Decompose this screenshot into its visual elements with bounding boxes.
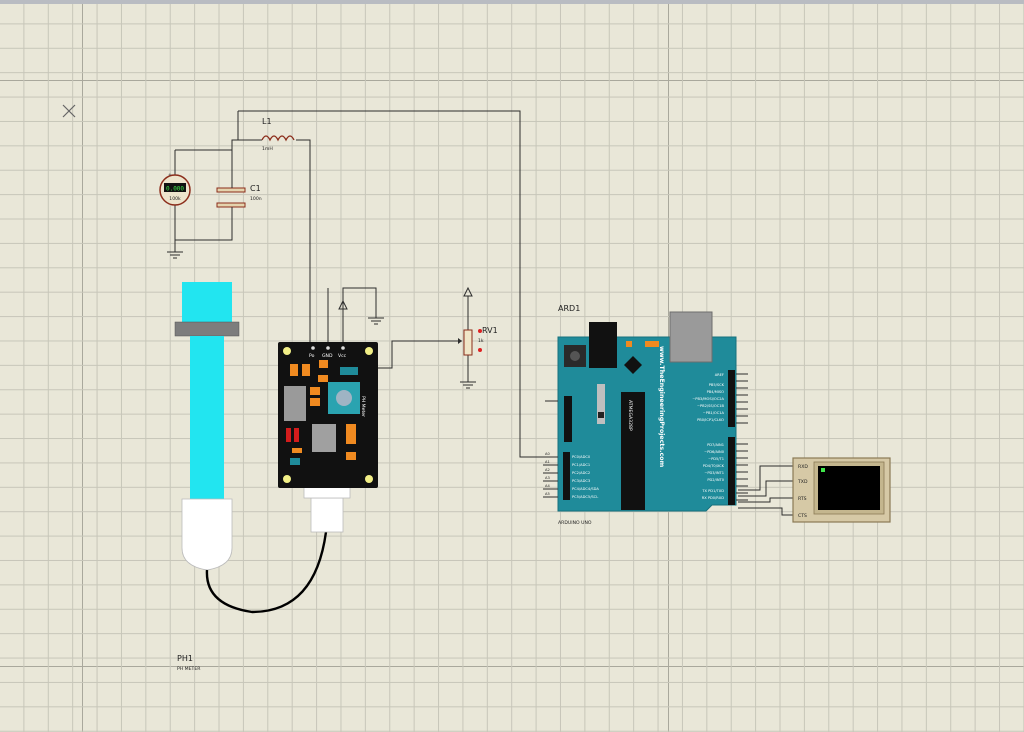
inductor-ref: L1 xyxy=(262,117,272,126)
terminal-screen xyxy=(818,466,880,510)
svg-text:~PD3/INT1: ~PD3/INT1 xyxy=(704,471,724,475)
potentiometer-rv1[interactable]: RV1 1k xyxy=(458,326,498,356)
ph-probe-name: PH METER xyxy=(177,666,201,672)
svg-text:PB5/SCK: PB5/SCK xyxy=(709,383,725,387)
capacitor-value: 100n xyxy=(250,196,262,202)
inductor-l1[interactable]: L1 1mH xyxy=(261,117,295,152)
potentiometer-ref: RV1 xyxy=(482,326,498,335)
svg-text:~PB3/MOSI/OC2A: ~PB3/MOSI/OC2A xyxy=(692,397,724,401)
voltmeter-display: 0.000 xyxy=(166,186,184,193)
module-pin-po: Po xyxy=(309,353,315,359)
svg-text:TX PD1/TXD: TX PD1/TXD xyxy=(701,489,724,493)
voltmeter[interactable]: 0.000 100k + xyxy=(159,172,191,206)
svg-text:A1: A1 xyxy=(545,460,550,464)
svg-text:PC2/ADC2: PC2/ADC2 xyxy=(572,471,590,475)
svg-text:PB0/ICP1/CLKO: PB0/ICP1/CLKO xyxy=(697,418,724,422)
ground-icon xyxy=(460,381,476,389)
ground-icon xyxy=(368,317,384,325)
module-pin-gnd: GND xyxy=(322,353,333,359)
module-label: PH Meter xyxy=(360,396,366,417)
arduino-analog-pin-numbers: A0 A1 A2 A3 A4 A5 xyxy=(545,452,550,496)
svg-text:PB4/MISO: PB4/MISO xyxy=(707,390,725,394)
potentiometer-value: 1k xyxy=(478,338,484,344)
arduino-brand: www.TheEngineeringProjects.com xyxy=(658,346,665,468)
ground-icon xyxy=(167,251,183,259)
ph-sensor-module[interactable]: Po GND Vcc PH Meter xyxy=(278,342,378,488)
terminal-pin-rxd: RXD xyxy=(798,464,808,470)
svg-text:PC5/ADC5/SCL: PC5/ADC5/SCL xyxy=(572,495,598,499)
svg-text:RX PD0/RXD: RX PD0/RXD xyxy=(702,496,724,500)
svg-text:A3: A3 xyxy=(545,476,550,480)
svg-text:PD4/T0/XCK: PD4/T0/XCK xyxy=(703,464,725,468)
svg-text:PC4/ADC4/SDA: PC4/ADC4/SDA xyxy=(572,487,599,491)
svg-text:PD2/INT0: PD2/INT0 xyxy=(707,478,724,482)
virtual-terminal[interactable]: RXD TXD RTS CTS xyxy=(792,457,891,523)
svg-text:A0: A0 xyxy=(545,452,550,456)
svg-text:A5: A5 xyxy=(545,492,550,496)
terminal-pin-cts: CTS xyxy=(798,513,807,519)
svg-text:A4: A4 xyxy=(545,484,550,488)
arduino-ref: ARD1 xyxy=(558,304,580,313)
power-arrow-icon xyxy=(338,299,348,310)
arduino-name: ARDUINO UNO xyxy=(558,520,592,526)
capacitor-ref: C1 xyxy=(250,184,261,193)
arduino-analog-pin-labels: PC0/ADC0 PC1/ADC1 PC2/ADC2 PC3/ADC3 PC4/… xyxy=(572,455,599,499)
x-marker-icon xyxy=(62,104,76,118)
module-pin-vcc: Vcc xyxy=(338,353,347,359)
terminal-pin-txd: TXD xyxy=(797,479,808,485)
voltmeter-value: 100k xyxy=(169,196,181,202)
terminal-pin-rts: RTS xyxy=(798,496,807,502)
svg-text:~PB2/SS/OC1B: ~PB2/SS/OC1B xyxy=(697,404,725,408)
wire-net[interactable] xyxy=(174,110,795,516)
svg-text:~PD6/AIN0: ~PD6/AIN0 xyxy=(704,450,725,454)
svg-text:PC1/ADC1: PC1/ADC1 xyxy=(572,463,590,467)
power-arrow-icon xyxy=(463,286,473,297)
svg-text:PD7/AIN1: PD7/AIN1 xyxy=(707,443,724,447)
svg-text:AREF: AREF xyxy=(715,373,724,377)
svg-text:~PD5/T1: ~PD5/T1 xyxy=(708,457,724,461)
arduino-uno[interactable]: ARD1 ATMEGA328P www.TheEngineeringProjec… xyxy=(543,304,748,526)
svg-text:PC0/ADC0: PC0/ADC0 xyxy=(572,455,591,459)
arduino-chip-label: ATMEGA328P xyxy=(627,400,633,431)
svg-text:+: + xyxy=(168,172,172,178)
ph-probe[interactable]: PH1 PH METER xyxy=(174,282,351,672)
svg-text:PC3/ADC3: PC3/ADC3 xyxy=(572,479,590,483)
capacitor-c1[interactable]: C1 100n xyxy=(216,184,262,210)
svg-text:A2: A2 xyxy=(545,468,550,472)
window-top-border xyxy=(0,0,1024,4)
arduino-digital-pin-labels: AREF PB5/SCK PB4/MISO ~PB3/MOSI/OC2A ~PB… xyxy=(692,373,724,500)
ph-probe-ref: PH1 xyxy=(177,654,193,663)
svg-text:~PB1/OC1A: ~PB1/OC1A xyxy=(703,411,725,415)
inductor-value: 1mH xyxy=(262,146,273,152)
